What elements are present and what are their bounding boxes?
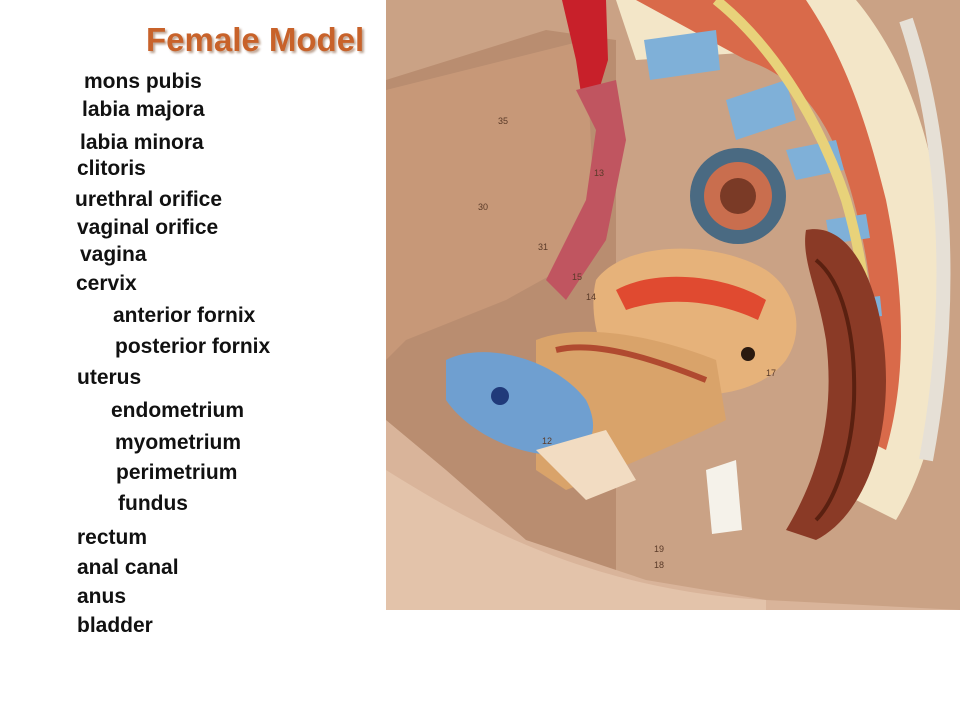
model-number: 13 [594, 168, 604, 178]
label-fundus: fundus [118, 492, 188, 515]
slide-title: Female Model [146, 21, 365, 58]
label-anterior-fornix: anterior fornix [113, 304, 256, 327]
model-number: 18 [654, 560, 664, 570]
label-posterior-fornix: posterior fornix [115, 335, 271, 358]
label-labia-minora: labia minora [80, 131, 204, 154]
label-rectum: rectum [77, 526, 148, 549]
label-vaginal-orifice: vaginal orifice [77, 216, 219, 239]
model-number: 12 [542, 436, 552, 446]
label-labia-majora: labia majora [82, 98, 205, 121]
label-mons-pubis: mons pubis [84, 70, 202, 93]
label-myometrium: myometrium [115, 431, 242, 454]
label-anus: anus [77, 585, 127, 608]
model-number: 30 [478, 202, 488, 212]
label-endometrium: endometrium [111, 399, 245, 422]
anatomical-model-photo: 35 30 13 31 15 14 12 17 19 18 [386, 0, 960, 610]
label-perimetrium: perimetrium [116, 461, 238, 484]
model-number: 15 [572, 272, 582, 282]
model-number: 17 [766, 368, 776, 378]
label-cervix: cervix [76, 272, 137, 295]
label-vagina: vagina [80, 243, 147, 266]
label-clitoris: clitoris [77, 157, 146, 180]
label-bladder: bladder [77, 614, 153, 637]
model-number: 35 [498, 116, 508, 126]
label-uterus: uterus [77, 366, 142, 389]
model-number: 14 [586, 292, 596, 302]
label-urethral-orifice: urethral orifice [75, 188, 223, 211]
model-number: 19 [654, 544, 664, 554]
label-anal-canal: anal canal [77, 556, 179, 579]
model-number: 31 [538, 242, 548, 252]
